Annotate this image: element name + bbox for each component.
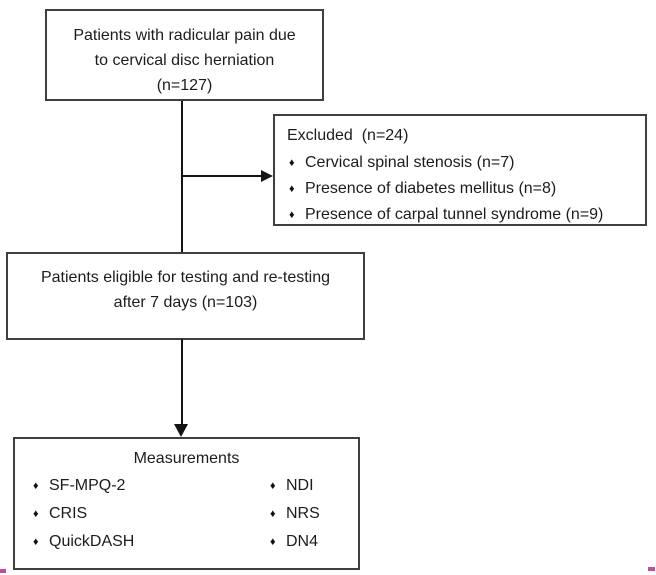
eligible-line-1: Patients eligible for testing and re-tes…	[40, 269, 331, 286]
patients-line-1: Patients with radicular pain due	[73, 27, 296, 44]
box-eligible: Patients eligible for testing and re-tes…	[6, 252, 365, 340]
measurement-label: SF-MPQ-2	[49, 477, 126, 494]
box-excluded: Excluded (n=24) ♦ Cervical spinal stenosi…	[273, 114, 647, 226]
box-measurements: Measurements ♦SF-MPQ-2 ♦CRIS ♦QuickDASH …	[13, 437, 360, 570]
arrowhead-down-icon	[174, 424, 188, 437]
measurement-label: QuickDASH	[49, 533, 135, 550]
excluded-item-label: Cervical spinal stenosis (n=7)	[305, 154, 515, 171]
measurements-left-column: ♦ SF-MPQ-2 ♦ CRIS ♦ QuickDASH	[33, 472, 134, 556]
measurement-item: ♦ NRS	[270, 500, 320, 528]
diamond-bullet-icon: ♦	[289, 209, 295, 221]
measurement-item: ♦ NDI	[270, 472, 320, 500]
measurements-title: Measurements	[133, 450, 240, 467]
excluded-title: Excluded (n=24)	[287, 127, 409, 144]
excluded-item: ♦ Cervical spinal stenosis (n=7)	[275, 150, 645, 176]
connector-branch-to-excluded	[182, 175, 263, 177]
diamond-bullet-icon: ♦	[270, 480, 276, 492]
measurement-item: ♦ SF-MPQ-2	[33, 472, 134, 500]
measurement-label: NDI	[286, 477, 314, 494]
diamond-bullet-icon: ♦	[270, 536, 276, 548]
diamond-bullet-icon: ♦	[33, 480, 39, 492]
measurement-item: ♦ CRIS	[33, 500, 134, 528]
arrowhead-right-icon	[261, 170, 273, 182]
measurement-item: ♦ QuickDASH	[33, 528, 134, 556]
connector-eligible-to-measurements	[181, 339, 183, 425]
scan-artifact-bottom-left	[0, 569, 6, 573]
diamond-bullet-icon: ♦	[33, 536, 39, 548]
patients-line-2: to cervical disc herniation	[94, 52, 275, 69]
excluded-item-label: Presence of diabetes mellitus (n=8)	[305, 180, 557, 197]
measurement-label: NRS	[286, 505, 320, 522]
diamond-bullet-icon: ♦	[289, 183, 295, 195]
eligible-line-2: after 7 days (n=103)	[113, 294, 258, 311]
diamond-bullet-icon: ♦	[33, 508, 39, 520]
diamond-bullet-icon: ♦	[270, 508, 276, 520]
measurement-label: DN4	[286, 533, 319, 550]
measurements-right-column: ♦ NDI ♦ NRS ♦ DN4	[270, 472, 320, 556]
measurement-item: ♦ DN4	[270, 528, 320, 556]
box-patients-radicular-pain: Patients with radicular pain due to cerv…	[45, 9, 324, 101]
scan-artifact-bottom-right	[648, 567, 655, 571]
excluded-item: ♦ Presence of diabetes mellitus (n=8)	[275, 176, 645, 202]
measurement-label: CRIS	[49, 505, 88, 522]
diamond-bullet-icon: ♦	[289, 157, 295, 169]
excluded-item-label: Presence of carpal tunnel syndrome (n=9)	[305, 206, 604, 223]
patients-count: (n=127)	[156, 77, 213, 94]
excluded-item: ♦ Presence of carpal tunnel syndrome (n=9…	[275, 202, 645, 228]
